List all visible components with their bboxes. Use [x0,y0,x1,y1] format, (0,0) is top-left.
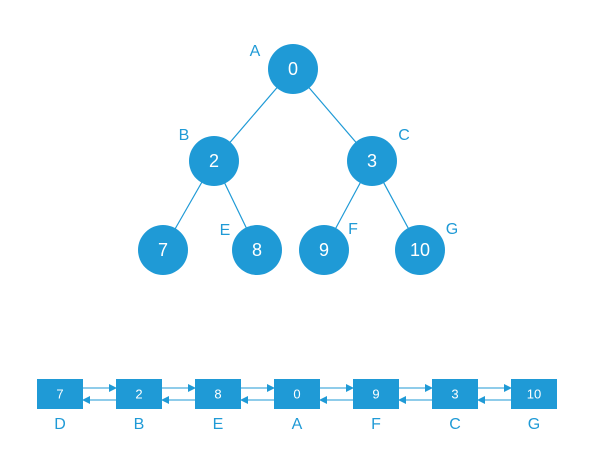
tree-node-letter: C [398,127,410,144]
tree-node-e: 8E [220,222,282,275]
tree-node-letter: A [250,43,261,60]
tree-node-circle [347,136,397,186]
list-node-box [37,379,83,409]
list-node-value: 9 [372,386,379,401]
tree-node-circle [299,225,349,275]
list-node-c: 3C [432,379,478,433]
tree-node-a: 0A [250,43,318,94]
list-node-letter: A [292,416,303,433]
list-node-box [432,379,478,409]
list-node-letter: F [371,416,381,433]
tree-node-b: 2B [179,127,239,186]
tree-node-value: 10 [410,240,430,260]
tree-node-c: 3C [347,127,410,186]
tree-node-circle [138,225,188,275]
list-node-letter: D [54,416,66,433]
list-node-value: 10 [527,386,541,401]
tree-node-circle [395,225,445,275]
list-node-letter: B [134,416,145,433]
tree-node-value: 8 [252,240,262,260]
list-node-letter: E [213,416,224,433]
list-node-value: 0 [293,386,300,401]
list-node-box [353,379,399,409]
list-node-value: 3 [451,386,458,401]
list-node-letter: G [528,416,540,433]
list-node-e: 8E [195,379,241,433]
tree-node-value: 9 [319,240,329,260]
tree-node-circle [189,136,239,186]
list-node-d: 7D [37,379,83,433]
list-node-g: 10G [511,379,557,433]
list-node-f: 9F [353,379,399,433]
tree-node-letter: F [348,221,358,238]
tree-node-f: 9F [299,221,358,275]
list-node-value: 2 [135,386,142,401]
list-node-b: 2B [116,379,162,433]
tree-node-letter: E [220,222,231,239]
list-node-box [274,379,320,409]
tree-node-value: 0 [288,59,298,79]
list-links [82,384,512,404]
tree-node-letter: G [446,221,458,238]
tree-node-g: 10 G [395,221,458,275]
list-node-value: 8 [214,386,221,401]
list-node-box [511,379,557,409]
tree-node-d: 7 [138,225,188,275]
tree-node-value: 7 [158,240,168,260]
list-node-a: 0A [274,379,320,433]
list-node-box [195,379,241,409]
list-node-letter: C [449,416,461,433]
list-node-box [116,379,162,409]
tree-node-value: 2 [209,151,219,171]
tree-node-circle [232,225,282,275]
tree-node-value: 3 [367,151,377,171]
tree-node-letter: B [179,127,190,144]
list-node-value: 7 [56,386,63,401]
tree-node-circle [268,44,318,94]
